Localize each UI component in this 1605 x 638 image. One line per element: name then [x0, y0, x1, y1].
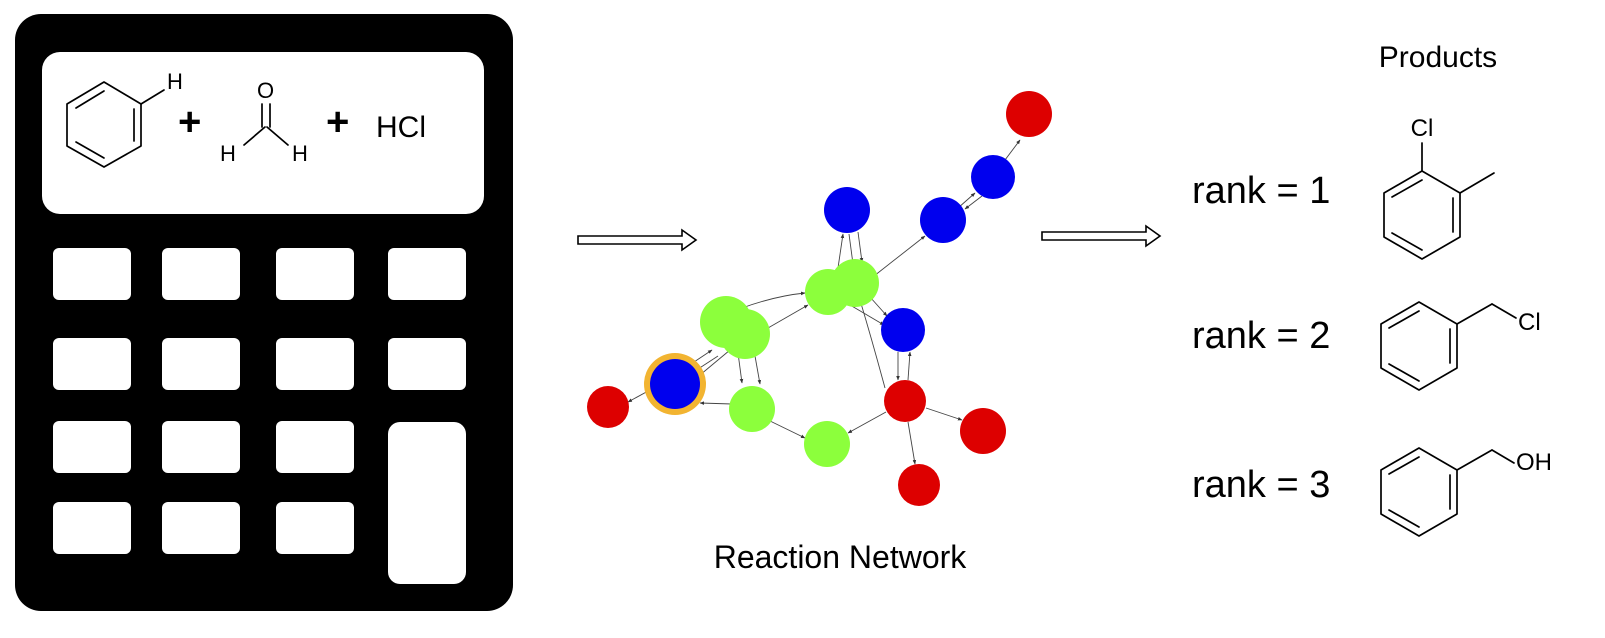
network-edge [964, 195, 983, 210]
network-node-green [804, 421, 850, 467]
rank-label: rank = 1 [1192, 170, 1330, 212]
key [276, 338, 354, 390]
key [162, 338, 240, 390]
network-label: Reaction Network [714, 539, 968, 575]
calculator-display [42, 52, 484, 214]
network-node-red [898, 464, 940, 506]
network-node-green [831, 259, 879, 307]
key [162, 502, 240, 554]
network-edge [873, 235, 926, 277]
key [276, 248, 354, 300]
formaldehyde-structure: O H H [220, 78, 308, 166]
network-node-green [720, 309, 770, 359]
network-edge [925, 407, 963, 421]
key [162, 248, 240, 300]
product-structure-3: OH [1380, 447, 1552, 537]
key [53, 421, 131, 473]
network-edge [754, 355, 762, 385]
network-edges [627, 139, 1021, 465]
atom-label-oh: OH [1516, 449, 1552, 476]
atom-label-h: H [220, 141, 236, 166]
network-edge [837, 233, 845, 269]
network-node-green [729, 386, 775, 432]
benzene-structure: H [66, 69, 183, 168]
key [276, 421, 354, 473]
key [388, 338, 466, 390]
network-edge [859, 299, 886, 389]
key [53, 248, 131, 300]
products-panel: Products rank = 1 Cl rank = 2 Cl rank = … [1192, 41, 1552, 537]
atom-label-o: O [257, 78, 274, 103]
network-edge [869, 296, 888, 317]
hcl-label: HCl [376, 111, 426, 144]
network-edge [907, 421, 917, 465]
plus-sign: + [178, 100, 201, 144]
rank-label: rank = 2 [1192, 315, 1330, 357]
network-edge [767, 304, 809, 329]
network-nodes [587, 91, 1052, 506]
network-edge [848, 233, 855, 265]
key [276, 502, 354, 554]
network-node-red [587, 386, 629, 428]
network-node-blue [971, 155, 1015, 199]
product-structure-1: Cl [1383, 115, 1495, 260]
rank-label: rank = 3 [1192, 464, 1330, 506]
atom-label-h: H [292, 141, 308, 166]
network-edge [767, 419, 806, 439]
network-edge [847, 411, 887, 434]
atom-label-cl: Cl [1411, 115, 1434, 142]
network-node-red [960, 408, 1006, 454]
product-structure-2: Cl [1380, 301, 1541, 391]
atom-label-cl: Cl [1518, 309, 1541, 336]
network-node-blue [881, 308, 925, 352]
plus-sign: + [326, 100, 349, 144]
atom-label-h: H [167, 69, 183, 94]
network-node-blue [920, 197, 966, 243]
calculator-keypad [53, 248, 466, 584]
key-tall [388, 422, 466, 584]
calculator: H + O H H + HCl [15, 14, 513, 611]
key [388, 248, 466, 300]
hollow-arrow-icon [577, 228, 698, 252]
network-edge [699, 401, 733, 405]
network-node-red [884, 380, 926, 422]
network-edge [741, 291, 806, 309]
network-edge [907, 351, 912, 381]
network-node-blue [824, 187, 870, 233]
products-title: Products [1379, 41, 1497, 74]
key [162, 421, 240, 473]
network-edge [857, 231, 864, 263]
key [53, 338, 131, 390]
network-edge [1004, 139, 1021, 161]
reaction-network: Reaction Network [587, 91, 1052, 575]
hollow-arrow-icon [1041, 224, 1162, 248]
key [53, 502, 131, 554]
network-edge [699, 349, 731, 376]
network-node-blue [650, 359, 700, 409]
network-node-red [1006, 91, 1052, 137]
reactants-equation: H + O H H + HCl [66, 69, 426, 168]
